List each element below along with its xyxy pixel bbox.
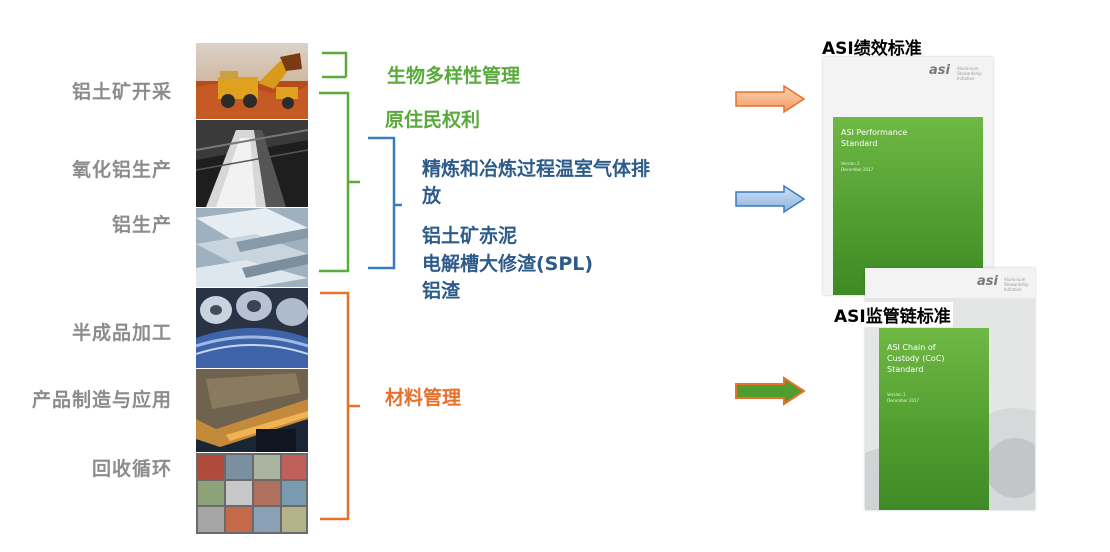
photo-alumina-conveyor <box>196 120 308 207</box>
topic-biodiversity: 生物多样性管理 <box>387 65 521 87</box>
stage-label-recycling: 回收循环 <box>91 458 172 480</box>
arrow-blue-icon <box>735 184 806 214</box>
stage-label-alumina-production: 氧化铝生产 <box>71 159 172 181</box>
arrow-orange-icon <box>735 84 806 114</box>
photo-aluminium-coils <box>196 288 308 368</box>
photo-recycling-bales <box>196 453 308 534</box>
cover-green-panel <box>879 328 989 510</box>
stage-label-bauxite-mining: 铝土矿开采 <box>71 81 172 103</box>
asi-logo-subtext: Aluminium Stewardship Initiative <box>957 66 982 81</box>
photo-aluminium-ingots <box>196 208 308 287</box>
cover-green-panel <box>833 117 983 295</box>
topic-dross: 铝渣 <box>422 280 461 302</box>
coc-cover-version: Version 1 December 2017 <box>887 392 920 403</box>
photo-bauxite-mining <box>196 43 308 119</box>
topic-ghg-emissions-line2: 放 <box>422 185 442 207</box>
asi-logo-icon: asi <box>977 274 998 289</box>
asi-logo-subtext: Aluminium Stewardship Initiative <box>1004 277 1029 292</box>
topic-red-mud: 铝土矿赤泥 <box>422 225 518 247</box>
coc-standard-title: ASI监管链标准 <box>832 302 953 327</box>
bracket-blue <box>368 136 402 270</box>
performance-standard-cover[interactable]: asi Aluminium Stewardship Initiative ASI… <box>823 57 993 295</box>
asi-logo-icon: asi <box>929 63 950 78</box>
performance-standard-title: ASI绩效标准 <box>822 39 922 59</box>
topic-indigenous-rights: 原住民权利 <box>385 109 481 131</box>
stage-label-semi-fabrication: 半成品加工 <box>71 322 172 344</box>
stage-label-aluminium-production: 铝生产 <box>111 214 172 236</box>
topic-ghg-emissions-line1: 精炼和冶炼过程温室气体排 <box>422 158 651 180</box>
bracket-group <box>319 51 360 521</box>
bracket-green-large <box>319 91 360 273</box>
performance-cover-version: Version 2 December 2017 <box>841 161 874 172</box>
stage-label-manufacturing: 产品制造与应用 <box>31 389 172 411</box>
bracket-green-small <box>322 51 348 79</box>
topic-material-stewardship: 材料管理 <box>385 387 462 409</box>
bracket-orange <box>320 291 360 521</box>
coc-standard-cover[interactable]: asi Aluminium Stewardship Initiative ASI… <box>865 268 1035 510</box>
topic-spl: 电解槽大修渣(SPL) <box>422 253 594 275</box>
arrow-green-orange-icon <box>735 376 806 406</box>
performance-cover-text: ASI Performance Standard <box>841 128 908 148</box>
photo-building-facade <box>196 369 308 452</box>
coc-cover-text: ASI Chain of Custody (CoC) Standard <box>887 343 945 374</box>
